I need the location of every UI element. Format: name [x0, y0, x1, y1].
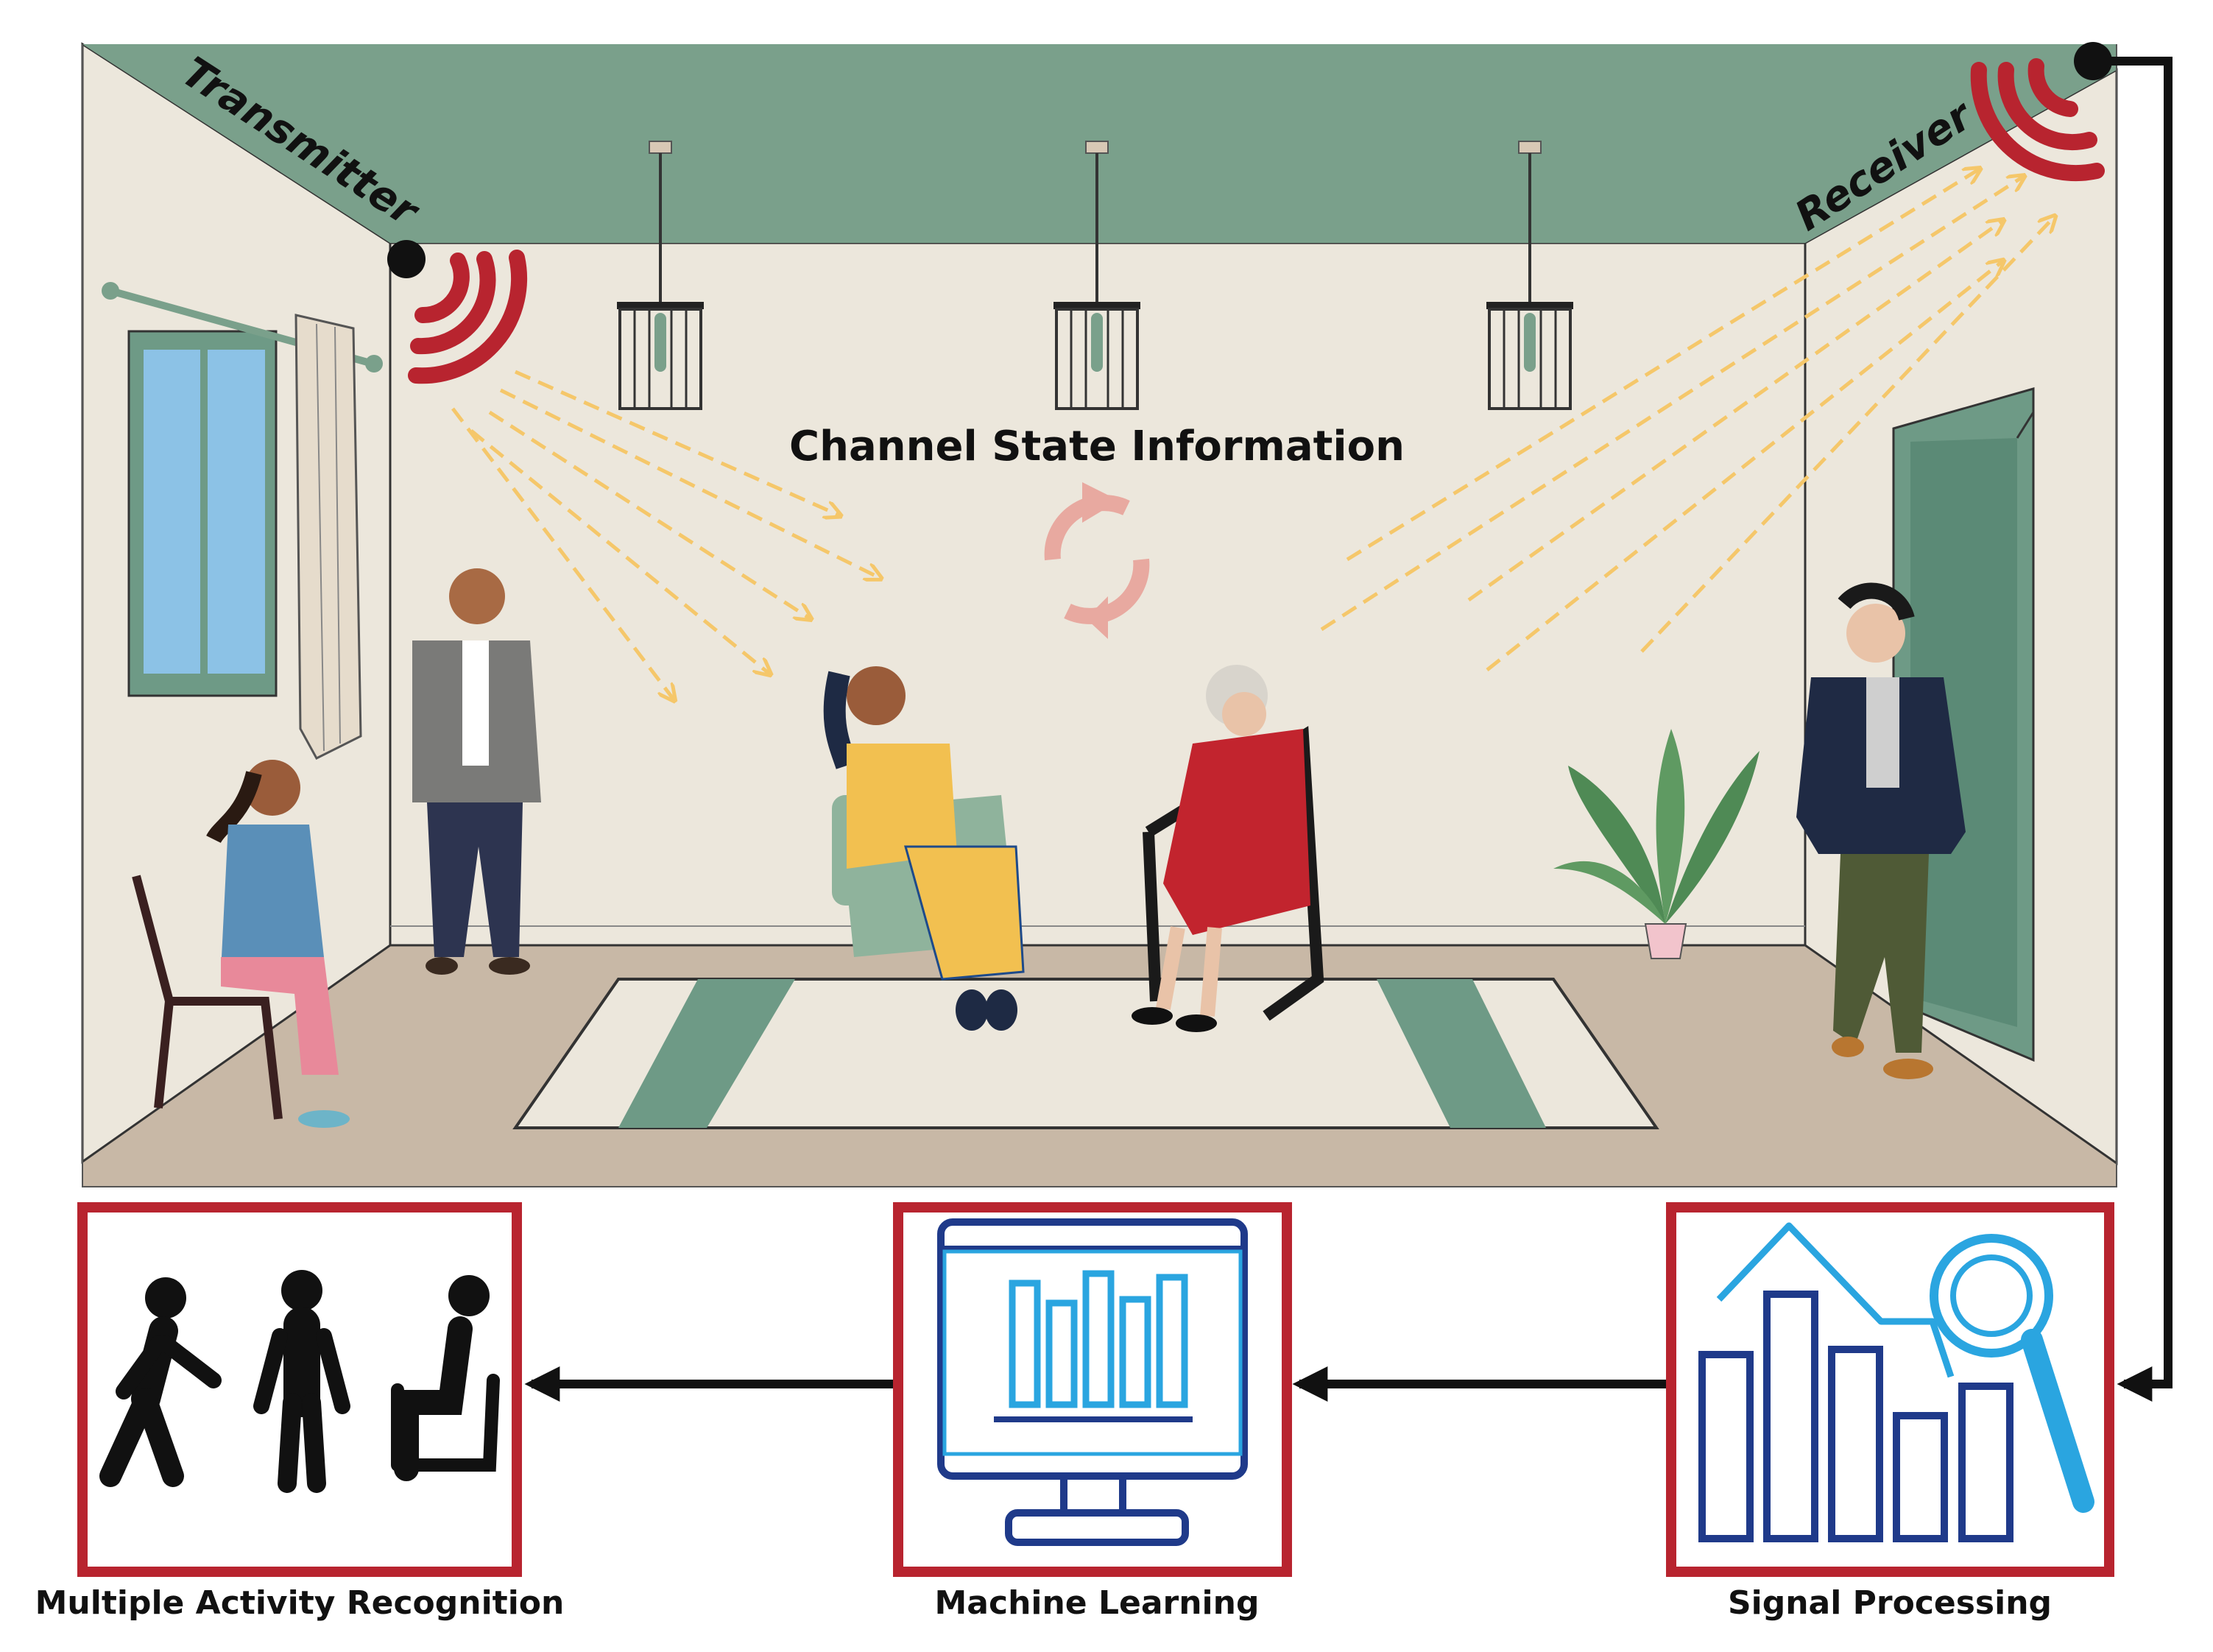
person-sitting-center [823, 666, 1025, 1031]
pendant-lamp [1486, 141, 1573, 410]
transmitted-wave [451, 407, 674, 699]
received-wave [1320, 177, 2023, 632]
stage-machine-learning: Machine Learning [893, 1202, 1292, 1622]
trend-line [1716, 1222, 1955, 1378]
bar-chart-icon [1009, 1270, 1188, 1408]
bar-chart-icon [1698, 1291, 2013, 1542]
stage-frame [1666, 1202, 2114, 1577]
received-wave [1467, 221, 2002, 602]
pipeline: Multiple Activity Recognition [35, 57, 2173, 1622]
monitor-bar-chart-icon [937, 1218, 1248, 1546]
stage-label: Signal Processing [1728, 1584, 2052, 1622]
person-sitting-elderly [1132, 665, 1310, 1032]
stage-activity-recognition: Multiple Activity Recognition [35, 1202, 565, 1622]
transmitted-wave [499, 388, 880, 578]
person-walking-right [1796, 582, 1966, 1079]
monitor-stand [1005, 1509, 1189, 1546]
stage-frame [893, 1202, 1292, 1577]
signal-waves [451, 169, 2054, 699]
stage-label: Multiple Activity Recognition [35, 1584, 565, 1622]
rug [512, 978, 1659, 1129]
walking-person-icon [99, 1277, 222, 1487]
window [102, 282, 383, 760]
signal-icon [1970, 58, 2105, 182]
pendant-lamps [617, 141, 1573, 410]
magnifier-icon [1930, 1234, 2094, 1513]
transmitter-node [387, 240, 426, 278]
csi-section: Channel State Information [789, 423, 1405, 639]
stage-label: Machine Learning [935, 1584, 1260, 1622]
csi-title: Channel State Information [789, 423, 1405, 470]
potted-plant [1553, 729, 1760, 959]
door [1892, 387, 2035, 1062]
chart-magnifier-icon [1698, 1222, 2094, 1542]
sitting-person-icon [391, 1275, 500, 1481]
monitor-screen [937, 1218, 1248, 1480]
stage-signal-processing: Signal Processing [1666, 1202, 2114, 1622]
person-standing-left [412, 568, 541, 975]
transmitted-wave [470, 429, 769, 674]
signal-icon [408, 250, 528, 384]
received-wave [1486, 261, 2002, 671]
standing-person-icon [253, 1270, 350, 1493]
transmitted-wave [488, 410, 810, 618]
transmitted-wave [514, 370, 839, 515]
pendant-lamp [1053, 141, 1140, 410]
room-scene [81, 42, 2118, 1187]
receiver-feed-arrow [2093, 57, 2173, 1402]
activity-people-icon [99, 1270, 500, 1493]
refresh-icon [1044, 482, 1150, 639]
person-sitting-left [132, 760, 350, 1128]
pendant-lamp [617, 141, 704, 410]
